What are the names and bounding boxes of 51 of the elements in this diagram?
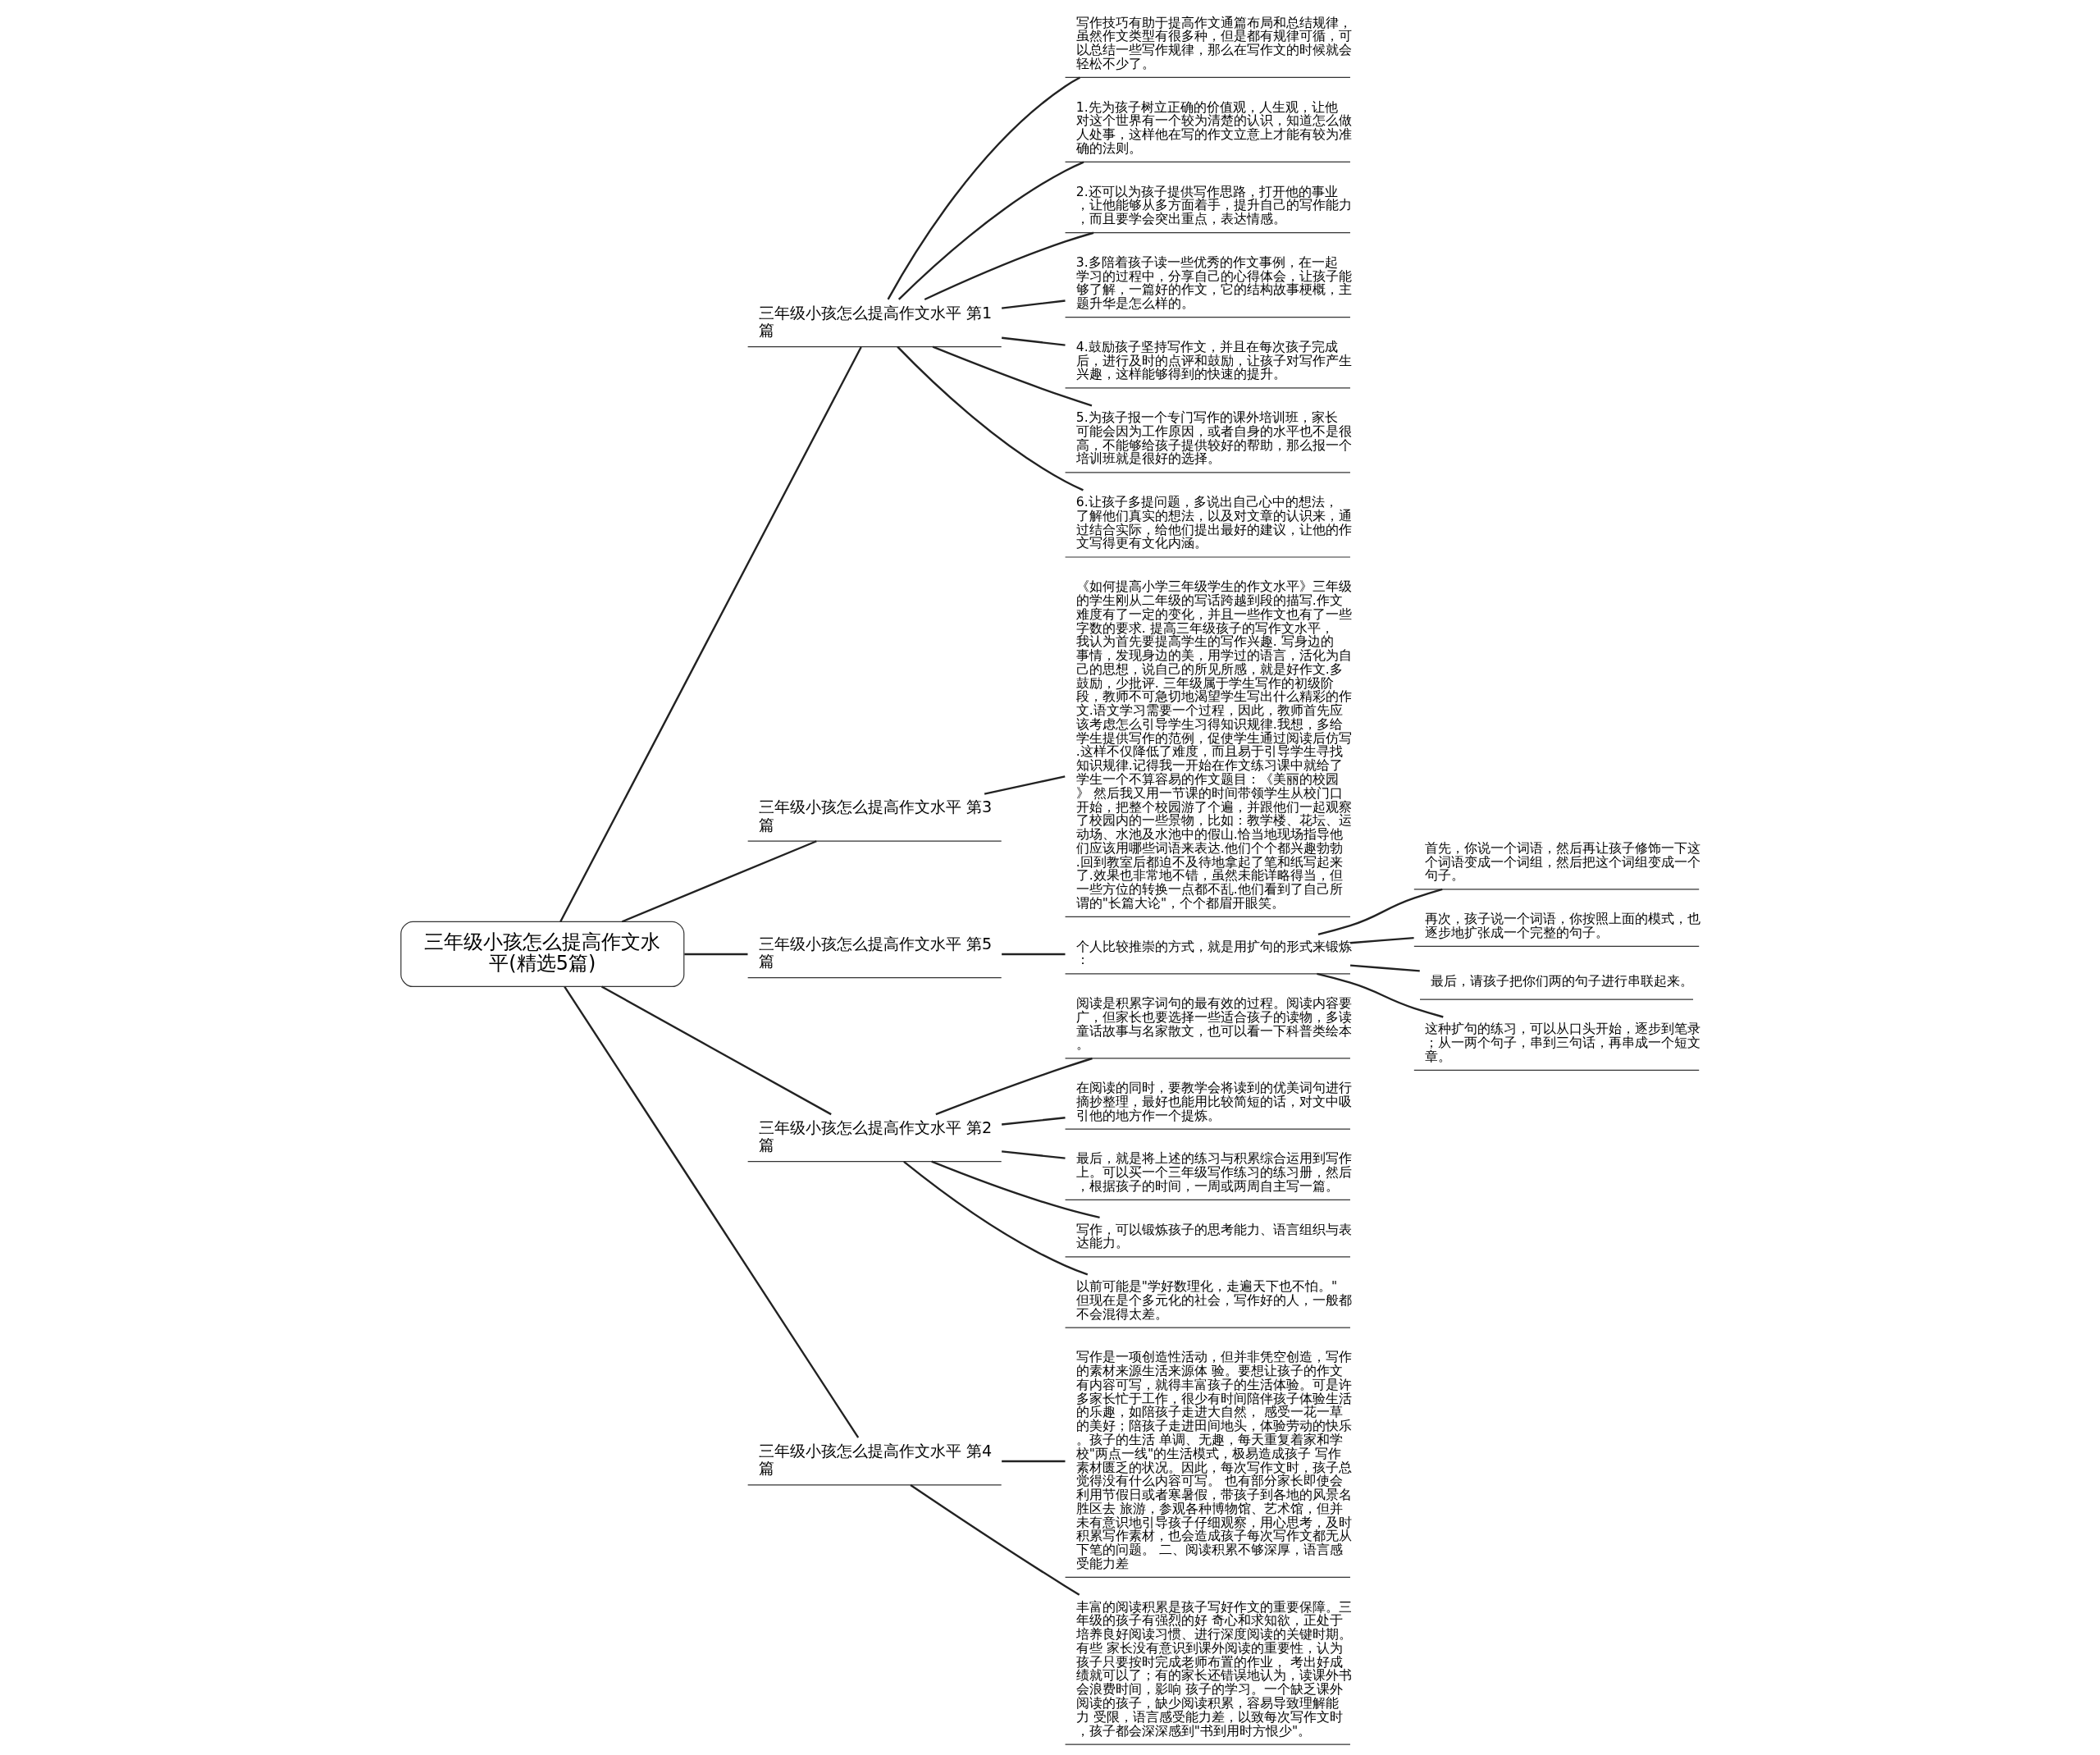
node-text: 三年级小孩怎么提高作文水平 第4篇 [758,1441,993,1478]
connector [1002,1150,1066,1159]
node-text: 以前可能是"学好数理化，走遍天下也不怕。"但现在是个多元化的社会，写作好的人，一般都不会混得太差。 [1075,1279,1352,1322]
node-text: 这种扩句的练习，可以从口头开始，逐步到笔录；从一两个句子，串到三句话，再串成一个短文章。 [1425,1021,1701,1064]
connector [897,345,1084,491]
connector [924,231,1094,301]
connector [903,1161,1089,1276]
node-text: 写作，可以锻炼孩子的思考能力、语言组织与表达能力。 [1075,1222,1352,1251]
node-text: 再次，孩子说一个词语，你按照上面的模式，也逐步地扩张成一个完整的句子。 [1425,912,1701,940]
connector [984,775,1066,795]
node-text: 最后，就是将上述的练习与积累综合运用到写作上。可以买一个三年级写作练习的练习册，然后，根据孩子的时间，一周或两周自主写一篇。 [1075,1151,1352,1194]
connector [1349,936,1414,944]
node-text: 《如何提高小学三年级学生的作文水平》三年级的学生刚从二年级的写话跨越到段的描写.作文难度有了一定的变化，并且一些作文也有了一些字数的要求. 提高三年级孩子的写作文水平，我认为首先要提高学生的写作兴趣. 写身边的事情，发现身边的美，用学过的语言，活化为自己的思想，说自己的所见所感，就是好作文.多鼓励，少批评. 三年级属于学生写作的初级阶段，教师不可急切地渴望学生写出什么精彩的作文.语文学习需要一个过程，因此，教师首先应该考虑怎么引导学生习得知识规律.我想，多给学生提供写作的范例，促使学生通过阅读后仿写.这样不仅降低了难度，而且易于引导学生寻找知识规律.记得我一开始在作文练习课中就给了学生一个不算容易的作文题目：《美丽的校园》 然后我又用一节课的时间带领学生从校门口开始，把整个校园游了个遍，并跟他们一起观察了校园内的一些景物，比如：教学楼、花坛、运动场、水池及水池中的假山.恰当地现场指导他们应该用哪些词语来表达.他们个个都兴趣勃勃.回到教室后都迫不及待地拿起了笔和纸写起来了.效果也非常地不错，虽然未能详略得当，但一些方位的转换一点都不乱.他们看到了自己所谓的"长篇大论"，个个都眉开眼笑。 [1075,579,1352,911]
node-text: 写作是一项创造性活动，但并非凭空创造，写作的素材来源生活来源体 验。要想让孩子的作文有内容可写，就得丰富孩子的生活体验。可是许多家长忙于工作，很少有时间陪伴孩子体验生活的乐趣，如陪孩子走进大自然， 感受一花一草的美好；陪孩子走进田间地头，体验劳动的快乐。孩子的生活 单调、无趣，每天重复着家和学校"两点一线"的生活模式，极易造成孩子 写作素材匮乏的状况。因此，每次写作文时，孩子总觉得没有什么内容可写。 也有部分家长即使会利用节假日或者寒暑假，带孩子到各地的风景名胜区去 旅游，参观各种博物馆、艺术馆，但并未有意识地引导孩子仔细观察，用心思考，及时积累写作素材，也会造成孩子每次写作文都无从下笔的问题。 二、阅读积累不够深厚，语言感受能力差 [1075,1350,1352,1571]
connector [621,840,817,923]
node-box: 三年级小孩怎么提高作文水平(精选5篇) [400,921,685,988]
node-text: 首先，你说一个词语，然后再让孩子修饰一下这个词语变成一个词组，然后把这个词组变成一个句子。 [1425,840,1701,884]
node-text: 三年级小孩怎么提高作文水平 第3篇 [758,798,993,834]
connector [1349,964,1420,972]
connector [1002,1117,1066,1126]
connector [931,1160,1100,1219]
connector [935,1057,1093,1116]
connector [887,76,1081,300]
node-text: 三年级小孩怎么提高作文水平 第2篇 [758,1117,993,1155]
connector [684,953,748,956]
node-text: 个人比较推崇的方式，就是用扩句的形式来锻炼： [1075,939,1352,968]
connector [1002,953,1066,956]
connector [897,161,1084,300]
connector [1002,336,1066,346]
node-text: 5.为孩子报一个专门写作的课外培训班，家长可能会因为工作原因，或者自身的水平也不是很高，不能够给孩子提供较好的帮助，那么报一个培训班就是很好的选择。 [1075,410,1352,467]
connector [1002,299,1066,309]
connector [1317,888,1443,936]
node-text: 2.还可以为孩子提供写作思路，打开他的事业，让他能够从多方面着手，提升自己的写作能力，而且要学会突出重点，表达情感。 [1075,184,1352,227]
node-text: 三年级小孩怎么提高作文水平 第1篇 [758,303,993,340]
node-text: 阅读是积累字词句的最有效的过程。阅读内容要广，但家长也要选择一些适合孩子的读物，多读童话故事与名家散文，也可以看一下科普类绘本。 [1075,996,1352,1053]
node-text: 在阅读的同时，要教学会将读到的优美词句进行摘抄整理，最好也能用比较简短的话，对文中吸引他的地方作一个提炼。 [1075,1081,1352,1123]
connector [559,346,862,922]
connector [932,345,1093,407]
node-text: 写作技巧有助于提高作文通篇布局和总结规律，虽然作文类型有很多种，但是都有规律可循，可以总结一些写作规律，那么在写作文的时候就会轻松不少了。 [1075,15,1352,71]
node-text: 丰富的阅读积累是孩子写好作文的重要保障。三年级的孩子有强烈的好 奇心和求知欲，正处于培养良好阅读习惯、进行深度阅读的关键时期。有些 家长没有意识到课外阅读的重要性，认为孩子只要按时完成老师布置的作业， 考出好成绩就可以了；有的家长还错误地认为，读课外书会浪费时间，影响 孩子的学习。一个缺乏课外阅读的孩子，缺少阅读积累，容易导致理解能力 受限，语言感受能力差，以致每次写作文时，孩子都会深深感到"书到用时方恨少"。 [1075,1599,1352,1739]
node-text: 最后，请孩子把你们两的句子进行串联起来。 [1431,973,1694,989]
connector [910,1484,1080,1596]
connector [564,985,860,1438]
node-text: 1.先为孩子树立正确的价值观，人生观，让他对这个世界有一个较为清楚的认识，知道怎么做人处事，这样他在写的作文立意上才能有较为准确的法则。 [1075,99,1352,156]
node-text: 三年级小孩怎么提高作文水平 第5篇 [758,934,993,971]
connector [600,985,832,1116]
connector [1002,1460,1066,1463]
node-text: 3.多陪着孩子读一些优秀的作文事例，在一起学习的过程中，分享自己的心得体会，让孩子能够了解，一篇好的作文，它的结构故事梗概，主题升华是怎么样的。 [1075,254,1352,312]
node-text: 6.让孩子多提问题，多说出自己心中的想法，了解他们真实的想法，以及对文章的认识来，通过结合实际，给他们提出最好的建议，让他的作文写得更有文化内涵。 [1075,495,1352,551]
connector [1317,972,1444,1018]
node-text: 4.鼓励孩子坚持写作文，并且在每次孩子完成后，进行及时的点评和鼓励，让孩子对写作产生兴趣，这样能够得到的快速的提升。 [1075,339,1352,382]
